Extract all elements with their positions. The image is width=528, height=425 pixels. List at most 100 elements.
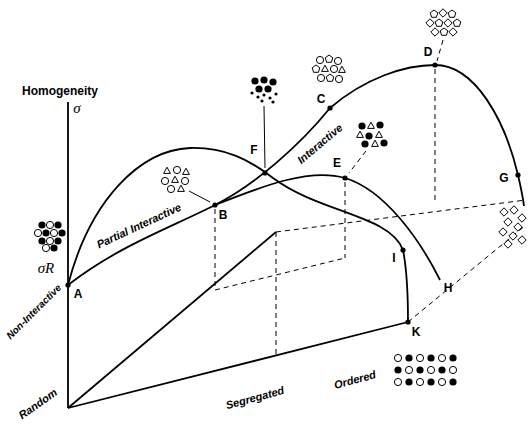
leader-line — [189, 106, 265, 202]
particle-icon — [334, 57, 341, 64]
ordered-grid-icon — [427, 354, 434, 361]
particle-icon — [510, 206, 518, 214]
particle-icon — [260, 99, 263, 102]
projection-line — [276, 200, 526, 232]
axis-label: Segregated — [225, 385, 286, 411]
ordered-grid-icon — [394, 354, 456, 385]
point-letter: B — [219, 209, 228, 221]
projection-line — [215, 40, 526, 356]
particle-icon — [365, 132, 372, 139]
axis-line — [68, 102, 408, 408]
ordered-grid-icon — [394, 366, 401, 373]
ordered-grid-icon — [438, 366, 445, 373]
ordered-grid-icon — [449, 366, 456, 373]
axis-label: Random — [17, 387, 59, 421]
particle-icon — [54, 237, 61, 244]
particle-icon — [58, 229, 65, 236]
ordered-grid-icon — [416, 366, 423, 373]
particle-icon — [376, 121, 383, 128]
curve-point — [400, 247, 405, 252]
particle-icon — [499, 206, 526, 248]
projection-line — [435, 69, 436, 204]
homogeneity-curve — [330, 65, 524, 206]
particle-icon — [514, 223, 522, 231]
projection-line — [276, 232, 277, 356]
curve-point — [327, 105, 332, 110]
ordered-grid-icon — [438, 354, 445, 361]
ordered-grid-icon — [449, 378, 456, 385]
particle-icon — [509, 232, 517, 240]
particle-icon — [357, 121, 388, 147]
particle-icon — [167, 185, 174, 192]
axis-line — [68, 232, 276, 408]
particle-icon — [262, 93, 265, 96]
axis-line — [67, 102, 69, 408]
curve-point — [65, 62, 520, 324]
ordered-grid-icon — [394, 354, 401, 361]
particle-icon — [376, 131, 383, 137]
particle-icon — [256, 95, 259, 98]
particle-icon — [50, 244, 57, 251]
particle-icon — [430, 10, 438, 17]
particle-icon — [183, 168, 190, 174]
particle-icon — [46, 221, 53, 228]
projection-line — [408, 225, 526, 322]
point-letter: D — [424, 46, 433, 58]
particle-icon — [46, 237, 53, 244]
projection-line — [349, 151, 366, 173]
particle-icon — [426, 19, 434, 27]
particle-icon — [250, 76, 277, 103]
particle-icon — [439, 9, 447, 17]
particle-icon — [361, 140, 368, 147]
ordered-grid-icon — [416, 354, 423, 361]
curve-point — [212, 202, 217, 207]
curve-point — [65, 282, 70, 287]
particle-icon — [164, 167, 171, 173]
particle-icon — [312, 65, 320, 72]
point-letter: G — [499, 172, 508, 184]
particle-icon — [317, 74, 324, 81]
ordered-grid-icon — [405, 354, 412, 361]
particle-icon — [42, 229, 49, 236]
particle-icon — [54, 221, 61, 228]
particle-icon — [269, 78, 276, 85]
particle-icon — [426, 9, 461, 36]
curve-point — [515, 172, 520, 177]
particle-icon — [161, 177, 168, 184]
particle-icon — [335, 75, 342, 82]
curve-point — [262, 170, 267, 175]
particle-icon — [251, 77, 258, 84]
particle-icon — [440, 28, 448, 35]
point-letter: C — [317, 93, 326, 105]
particle-icon — [260, 76, 267, 83]
projection-line — [345, 182, 346, 258]
particle-icon — [161, 166, 189, 192]
particle-icon — [518, 214, 526, 222]
particle-icon — [173, 166, 180, 173]
projection-line — [437, 40, 443, 61]
homogeneity-curve — [215, 175, 440, 280]
point-letter: H — [444, 282, 453, 294]
particle-icon — [330, 65, 337, 72]
particle-icon — [448, 10, 456, 17]
particle-icon — [504, 218, 512, 226]
point-letter: I — [392, 252, 395, 264]
particle-icon — [372, 140, 379, 146]
ordered-grid-icon — [416, 378, 423, 385]
particle-icon — [38, 237, 45, 244]
leader-line — [264, 106, 265, 168]
particle-icon — [358, 122, 365, 129]
ordered-grid-icon — [394, 378, 401, 385]
curve-point — [342, 175, 347, 180]
particle-icon — [431, 28, 439, 36]
particle-icon — [268, 96, 271, 99]
particle-icon — [322, 65, 329, 71]
homogeneity-curve — [68, 148, 408, 322]
particle-icon — [271, 100, 274, 103]
particle-icon — [250, 91, 253, 94]
particle-icon — [312, 55, 345, 83]
particle-icon — [325, 55, 333, 62]
ordered-grid-icon — [427, 366, 434, 373]
